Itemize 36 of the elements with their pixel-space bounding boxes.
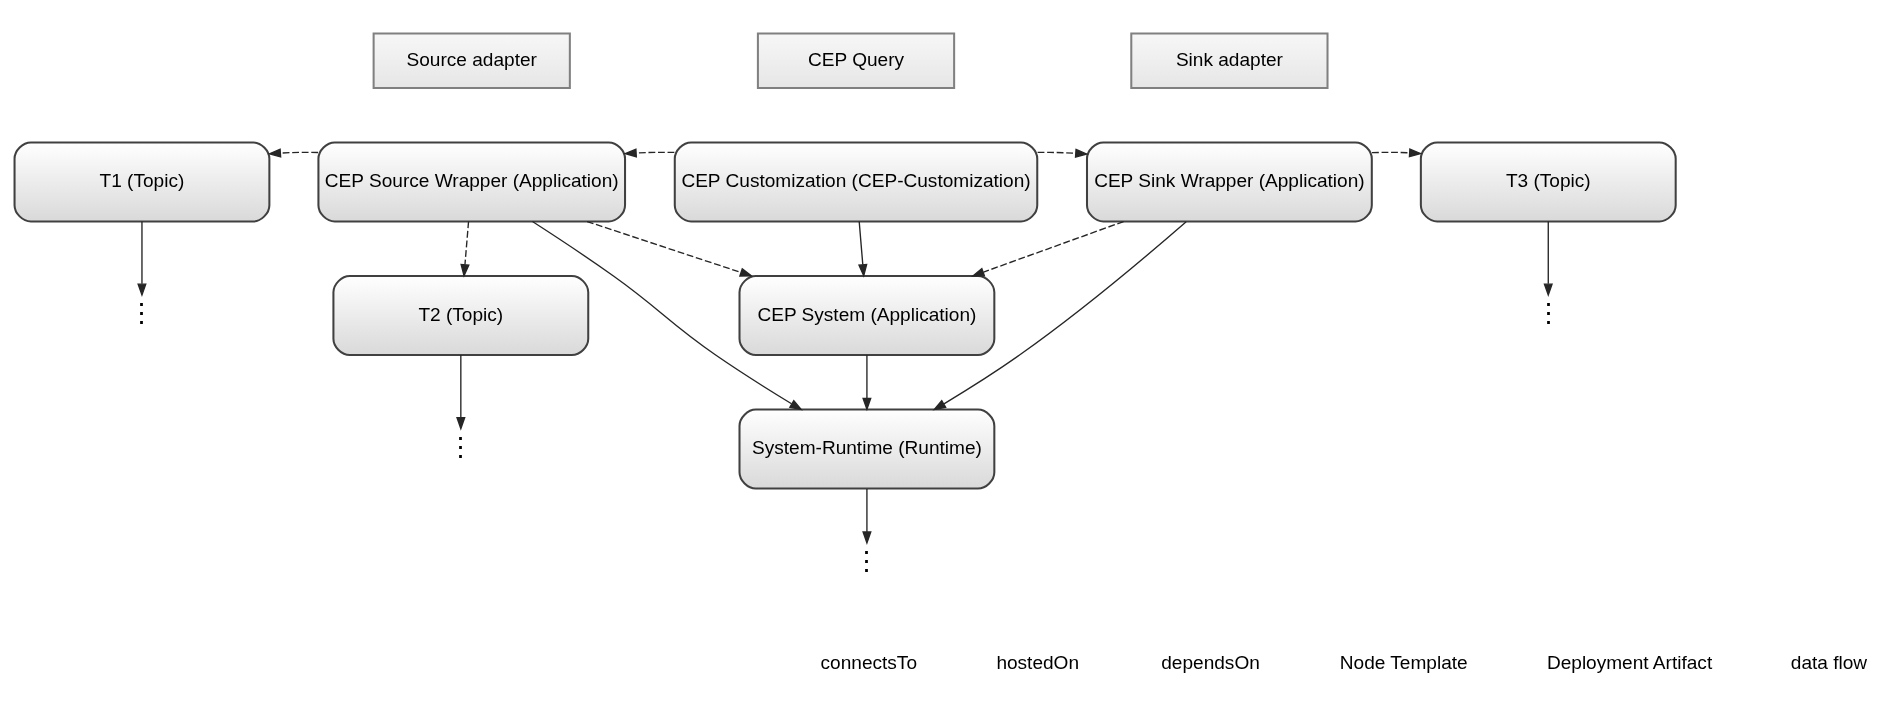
node-box: T2 (Topic)	[331, 275, 589, 357]
node-text: ⋮	[852, 545, 880, 577]
node-box: System-Runtime (Runtime)	[738, 408, 995, 490]
node-box: CEP Source Wrapper (Application)	[316, 141, 626, 223]
arrow	[1036, 148, 1089, 158]
arrow	[622, 148, 675, 158]
arrow	[585, 220, 753, 277]
arrow	[970, 220, 1124, 277]
node-box: Sink adapter	[1129, 32, 1329, 89]
node-box: Source adapter	[372, 32, 571, 89]
node-text: ⋮	[1534, 297, 1562, 329]
arrow	[455, 354, 466, 431]
arrow	[136, 220, 147, 298]
legend-label: dependsOn	[1160, 651, 1260, 673]
node-box: CEP Customization (CEP-Customization)	[673, 141, 1038, 223]
arrow	[266, 148, 319, 158]
arrow	[1370, 148, 1423, 158]
legend-label: Node Template	[1339, 651, 1468, 673]
arrow	[857, 220, 867, 278]
arrow	[932, 221, 1187, 411]
node-text: ⋮	[446, 430, 474, 462]
arrow	[1543, 220, 1553, 298]
arrow	[531, 220, 803, 411]
node-text: ⋮	[127, 297, 155, 329]
legend-label: data flow	[1790, 651, 1867, 673]
node-box: T1 (Topic)	[13, 141, 270, 223]
node-box: CEP Sink Wrapper (Application)	[1085, 141, 1373, 223]
node-box: T3 (Topic)	[1419, 141, 1677, 223]
arrow	[861, 488, 872, 545]
node-box: CEP Query	[756, 32, 955, 89]
arrow	[861, 354, 872, 412]
legend-label: hostedOn	[995, 651, 1079, 673]
arrow	[459, 220, 470, 278]
node-box: CEP System (Application)	[738, 275, 995, 357]
legend-label: Deployment Artifact	[1546, 651, 1712, 673]
legend-label: connectsTo	[820, 651, 917, 673]
